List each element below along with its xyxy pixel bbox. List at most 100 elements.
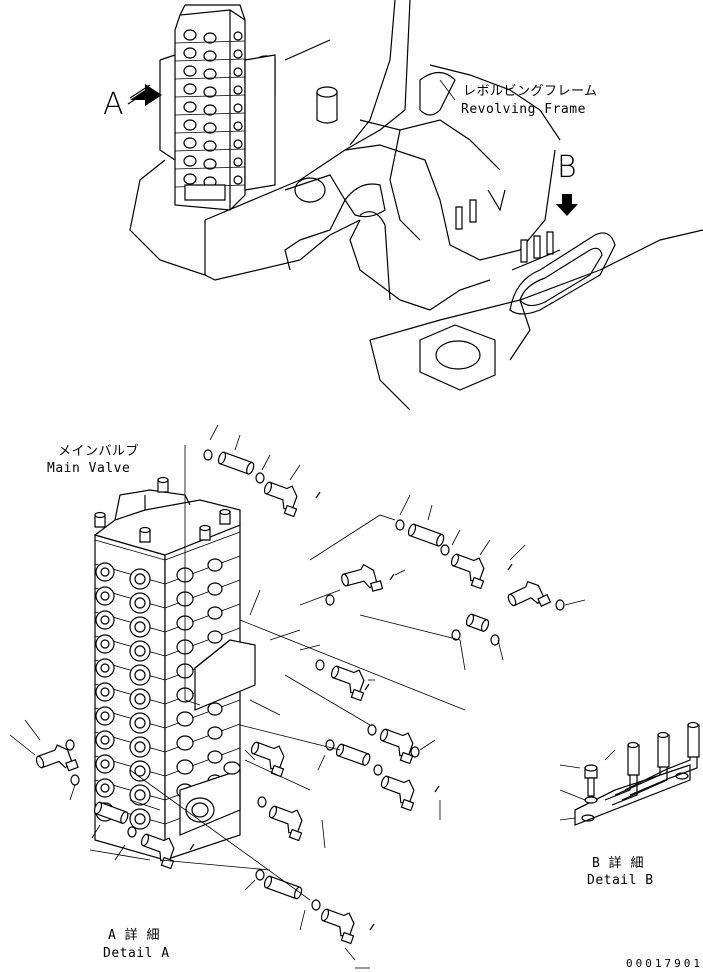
nipple-fitting (407, 523, 445, 547)
valve-port (96, 707, 114, 725)
detail-b-title-jp: B 詳 細 (592, 856, 644, 871)
revolving-frame-label-en: Revolving Frame (461, 102, 586, 117)
elbow-fitting (376, 772, 420, 811)
valve-port (204, 159, 216, 169)
elbow-fitting (446, 550, 490, 589)
valve-port (96, 731, 114, 749)
nipple-fitting (335, 743, 371, 766)
plug (365, 684, 369, 690)
nipple-fitting (217, 451, 255, 475)
valve-port (234, 158, 242, 166)
valve-port (204, 123, 216, 133)
o-ring (556, 600, 564, 610)
valve-port (96, 659, 114, 677)
valve-port (130, 593, 150, 613)
valve-port (208, 607, 222, 619)
o-ring (256, 473, 264, 483)
valve-port (204, 69, 216, 79)
valve-port (208, 583, 222, 595)
valve-port (130, 665, 150, 685)
arrow-b (556, 194, 578, 216)
plug (390, 574, 394, 580)
valve-port (96, 779, 114, 797)
valve-port (96, 635, 114, 653)
valve-port (234, 140, 242, 148)
valve-port (184, 30, 196, 40)
marker-a: A (103, 87, 124, 122)
o-ring (326, 740, 334, 750)
valve-port (96, 683, 114, 701)
revolving-frame-label-jp: レボルビングフレーム (463, 84, 598, 99)
o-ring (312, 900, 320, 910)
o-ring (128, 827, 136, 837)
valve-port (96, 755, 114, 773)
valve-port (184, 138, 196, 148)
o-ring (374, 765, 382, 775)
elbow-fitting (264, 802, 308, 841)
valve-port (208, 559, 222, 571)
valve-port (234, 32, 242, 40)
valve-port (96, 563, 114, 581)
valve-port (96, 611, 114, 629)
valve-port (184, 102, 196, 112)
o-ring (368, 725, 376, 735)
nipple-fitting (465, 613, 490, 632)
o-ring (441, 545, 449, 555)
o-ring (316, 660, 324, 670)
plug (508, 564, 512, 570)
valve-port (184, 66, 196, 76)
main-valve-label-en: Main Valve (47, 461, 131, 476)
detail-a-title-jp: A 詳 細 (108, 928, 160, 943)
valve-port (234, 86, 242, 94)
elbow-fitting (259, 478, 303, 517)
o-ring (258, 797, 266, 807)
o-ring (396, 520, 404, 530)
o-ring (71, 775, 79, 785)
valve-port (177, 760, 193, 774)
valve-port (204, 105, 216, 115)
valve-port (204, 33, 216, 43)
o-ring (326, 595, 334, 605)
arrow-a (128, 84, 162, 106)
valve-port (184, 84, 196, 94)
valve-port (130, 761, 150, 781)
valve-port (130, 641, 150, 661)
valve-port (130, 785, 150, 805)
valve-port (234, 68, 242, 76)
nipple-fitting (93, 801, 129, 824)
detail-b-view (560, 723, 699, 826)
elbow-fitting (326, 662, 370, 701)
elbow-fitting (375, 725, 419, 764)
valve-port (130, 689, 150, 709)
plug (190, 844, 194, 850)
plug (370, 924, 374, 930)
o-ring (66, 740, 74, 750)
valve-port (184, 174, 196, 184)
valve-port (234, 122, 242, 130)
o-ring (204, 450, 212, 460)
main-valve-label-jp: メインバルブ (58, 444, 140, 459)
valve-port (204, 51, 216, 61)
valve-port (234, 176, 242, 184)
valve-port (234, 104, 242, 112)
valve-port (208, 703, 222, 715)
pipes-at-b (512, 232, 560, 270)
valve-port (204, 87, 216, 97)
valve-port (177, 736, 193, 750)
valve-port (204, 141, 216, 151)
valve-port (208, 631, 222, 643)
plug (316, 492, 320, 498)
nipple-fitting (263, 875, 303, 899)
elbow-fitting (316, 905, 360, 944)
o-ring (452, 630, 460, 640)
marker-b: B (557, 150, 577, 185)
detail-a-view (10, 425, 585, 968)
valve-port (184, 48, 196, 58)
valve-port (184, 156, 196, 166)
plug (435, 786, 439, 792)
revolving-frame-view (128, 0, 703, 410)
o-ring (491, 635, 499, 645)
valve-port (96, 587, 114, 605)
detail-b-title-en: Detail B (587, 873, 654, 888)
